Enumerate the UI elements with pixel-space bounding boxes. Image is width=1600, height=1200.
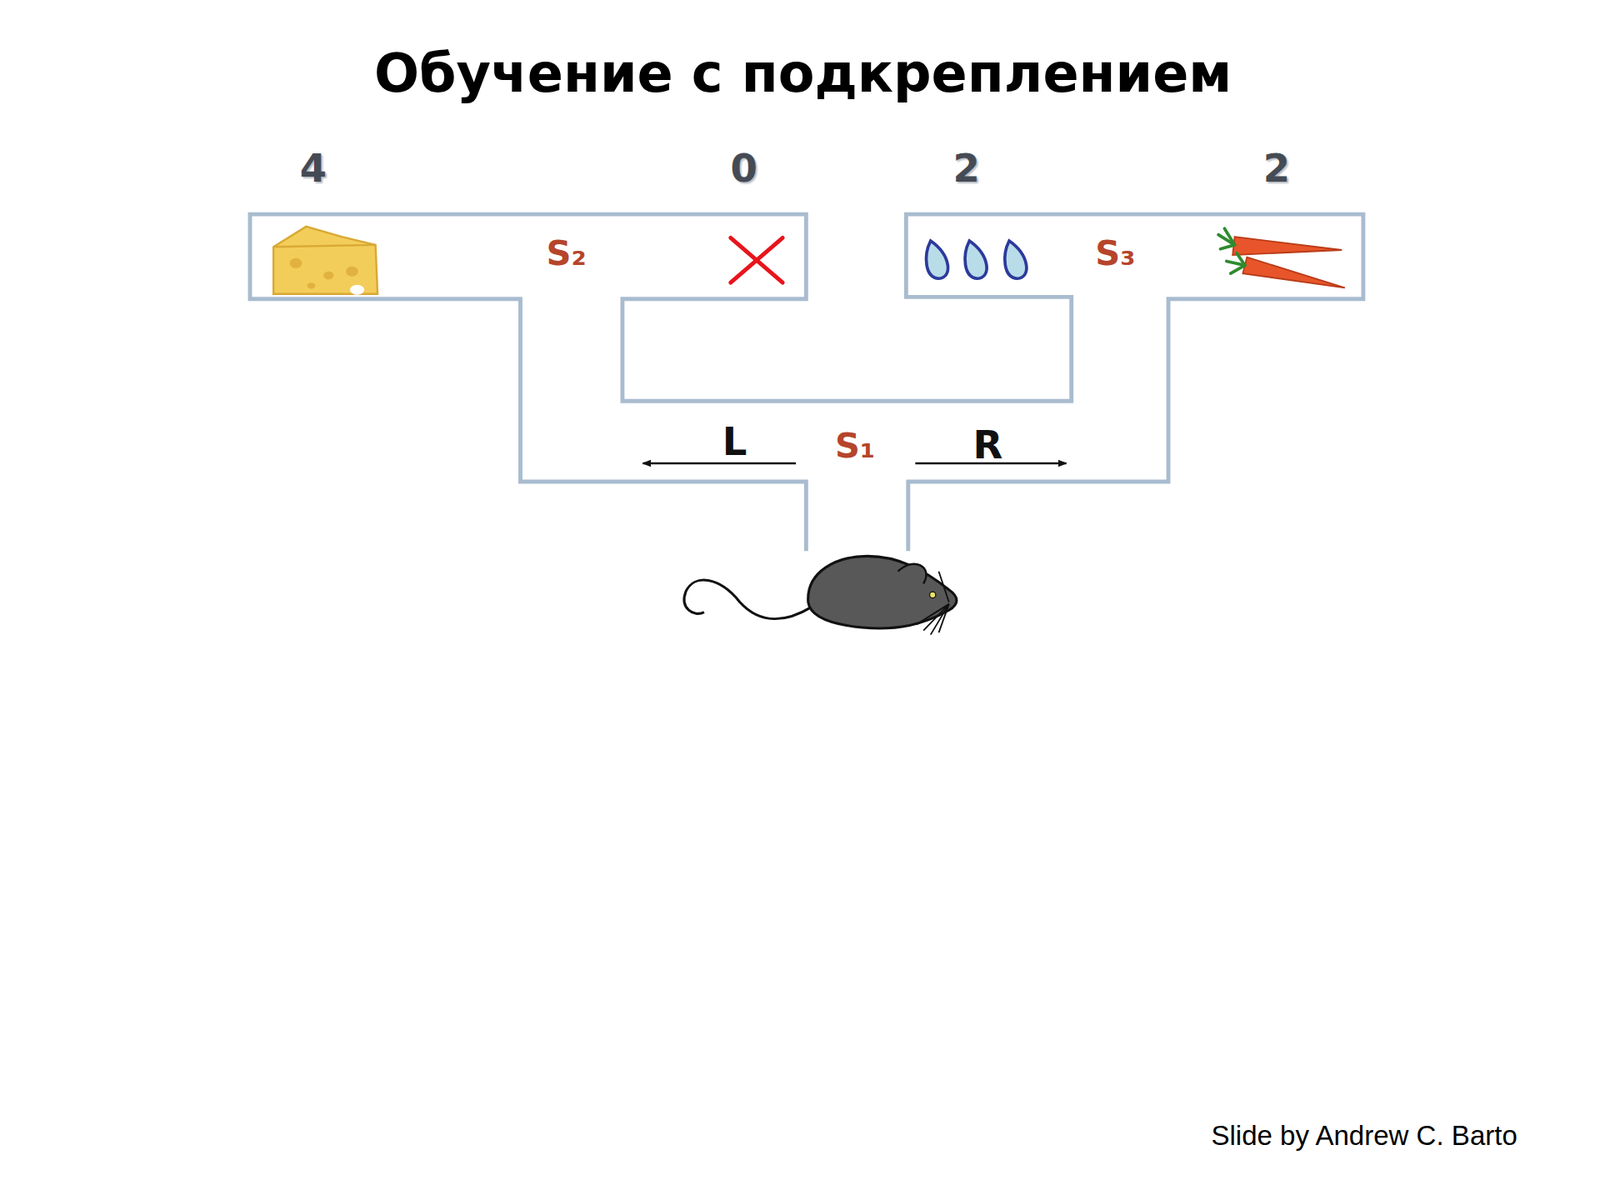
mouse-figure bbox=[684, 555, 957, 635]
reward-number: 0 bbox=[730, 148, 757, 191]
slide-credit: Slide by Andrew C. Barto bbox=[1210, 1120, 1517, 1151]
reward-number: 2 bbox=[1263, 148, 1290, 191]
water-drops bbox=[926, 240, 1027, 279]
action-label: L bbox=[722, 421, 748, 465]
left-arrow bbox=[642, 462, 796, 465]
nothing-cross bbox=[730, 237, 783, 283]
slide-title: Обучение с подкреплением bbox=[374, 44, 1232, 103]
reward-number: 4 bbox=[300, 148, 327, 191]
reward-number: 2 bbox=[952, 148, 980, 191]
maze-walls bbox=[250, 214, 1364, 551]
state-label: S₁ bbox=[835, 426, 875, 465]
carrots-icon bbox=[1218, 228, 1345, 288]
state-label: S₃ bbox=[1095, 234, 1135, 273]
state-label: S₂ bbox=[545, 234, 586, 273]
action-label: R bbox=[972, 425, 1003, 468]
cheese-icon bbox=[273, 226, 378, 295]
